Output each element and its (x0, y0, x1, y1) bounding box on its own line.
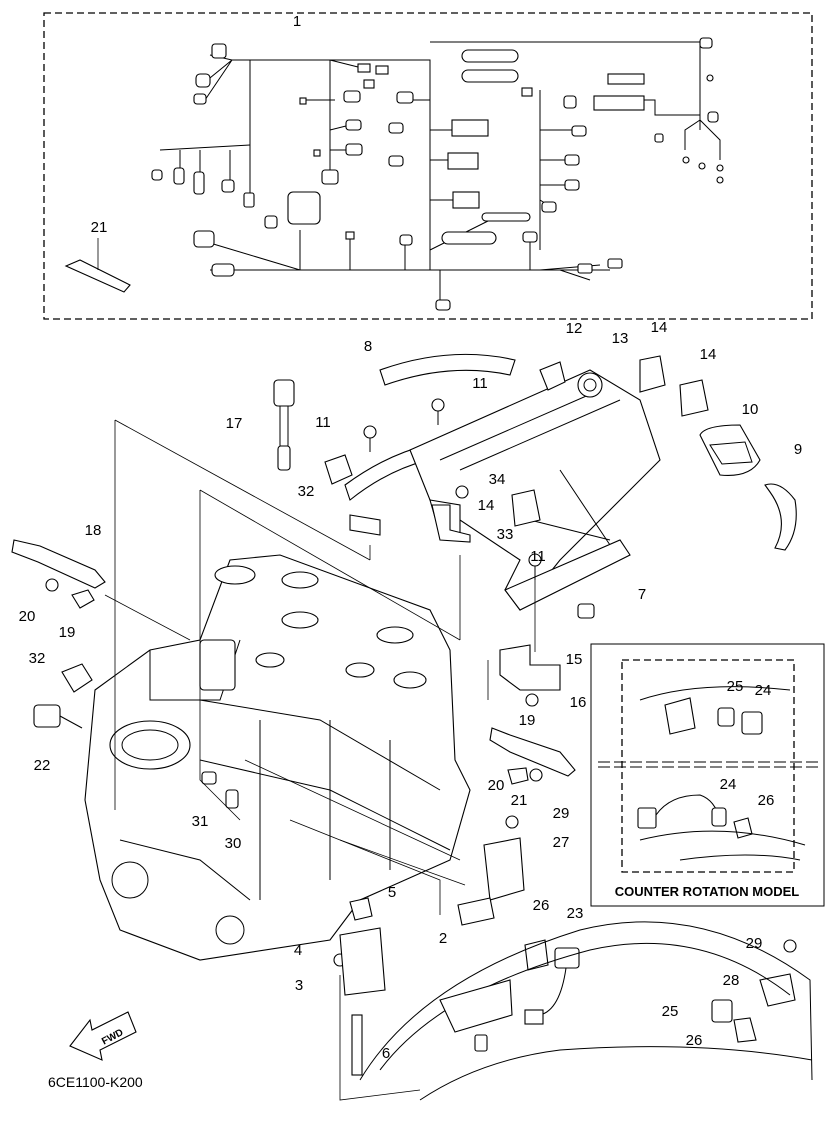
callout-22: 22 (34, 757, 51, 774)
callout-4: 4 (294, 942, 302, 959)
callout-27: 27 (553, 834, 570, 851)
callout-7: 7 (638, 586, 646, 603)
callout-26: 26 (686, 1032, 703, 1049)
callout-19: 19 (59, 624, 76, 641)
callout-3: 3 (295, 977, 303, 994)
callout-29: 29 (746, 935, 763, 952)
wire-harness-group (43, 12, 813, 320)
callout-20: 20 (19, 608, 36, 625)
callout-21: 21 (511, 792, 528, 809)
callout-21: 21 (91, 219, 108, 236)
callout-20: 20 (488, 777, 505, 794)
inset-frame (590, 643, 825, 907)
callout-16: 16 (570, 694, 587, 711)
callout-31: 31 (192, 813, 209, 830)
callout-17: 17 (226, 415, 243, 432)
callout-14: 14 (651, 319, 668, 336)
callout-11: 11 (472, 375, 488, 392)
callout-5: 5 (388, 884, 396, 901)
callout-11: 11 (530, 548, 546, 565)
callout-18: 18 (85, 522, 102, 539)
callout-32: 32 (29, 650, 46, 667)
callout-8: 8 (364, 338, 372, 355)
callout-13: 13 (612, 330, 629, 347)
callout-26: 26 (533, 897, 550, 914)
harness-dashed-box (43, 12, 813, 320)
callout-24: 24 (720, 776, 737, 793)
callout-2: 2 (439, 930, 447, 947)
fwd-arrow-icon (69, 1011, 137, 1061)
callout-33: 33 (497, 526, 514, 543)
callout-14: 14 (478, 497, 495, 514)
inset-caption: COUNTER ROTATION MODEL (615, 884, 799, 899)
callout-25: 25 (727, 678, 744, 695)
callout-15: 15 (566, 651, 583, 668)
callout-9: 9 (794, 441, 802, 458)
callout-32: 32 (298, 483, 315, 500)
callout-24: 24 (755, 682, 772, 699)
callout-10: 10 (742, 401, 759, 418)
callout-12: 12 (566, 320, 583, 337)
callout-layer: 1234567891011111112131414141516171819192… (19, 13, 803, 1062)
diagram-code: 6CE1100-K200 (48, 1074, 143, 1090)
bracket-assembly (344, 353, 797, 691)
callout-19: 19 (519, 712, 536, 729)
engine-block (84, 554, 471, 961)
callout-28: 28 (723, 972, 740, 989)
counter-rotation-inset (590, 643, 825, 907)
callout-23: 23 (567, 905, 584, 922)
assembly-lines (104, 419, 536, 1101)
callout-14: 14 (700, 346, 717, 363)
small-parts (11, 355, 813, 1101)
callout-1: 1 (293, 13, 301, 30)
callout-25: 25 (662, 1003, 679, 1020)
callout-30: 30 (225, 835, 242, 852)
callout-29: 29 (553, 805, 570, 822)
callout-26: 26 (758, 792, 775, 809)
callout-11: 11 (315, 414, 331, 431)
callout-34: 34 (489, 471, 506, 488)
callout-6: 6 (382, 1045, 390, 1062)
